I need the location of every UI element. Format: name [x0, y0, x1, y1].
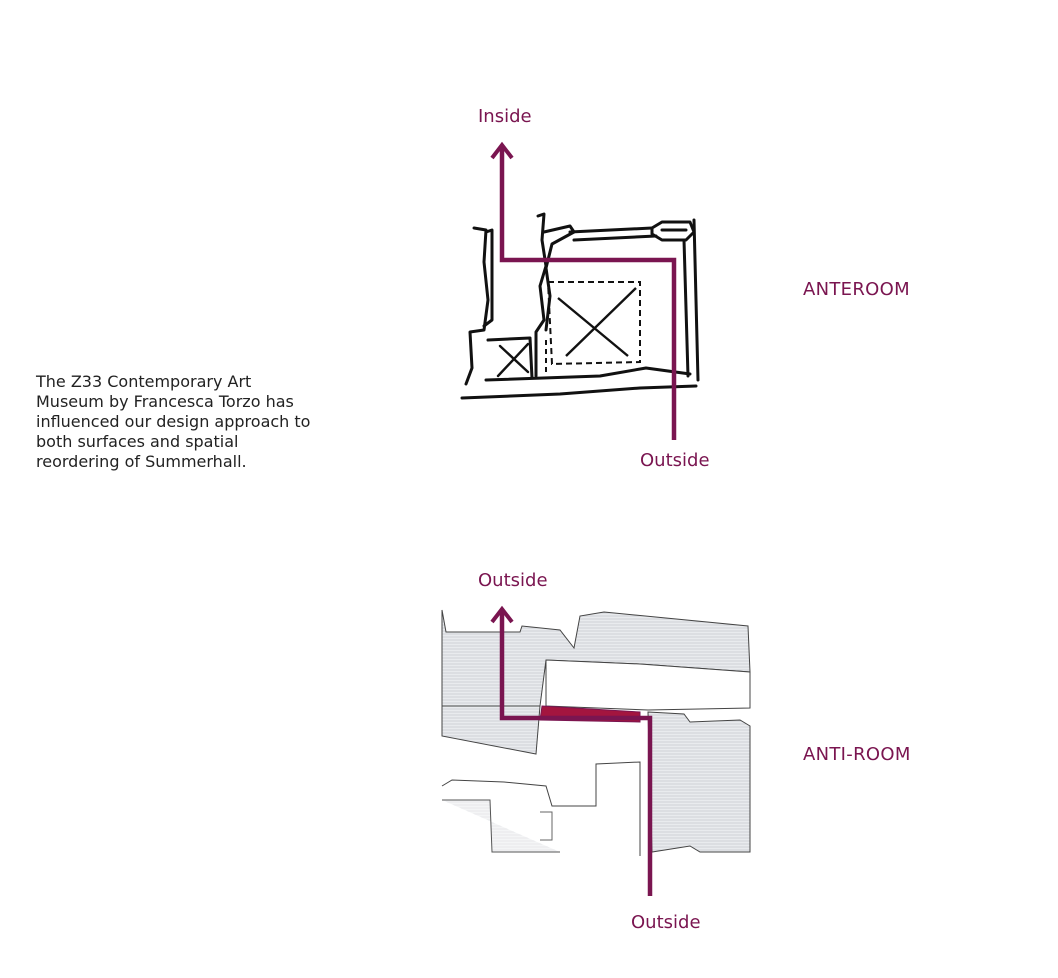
anteroom-dashed-room — [545, 281, 641, 376]
antiroom-title: ANTI-ROOM — [803, 744, 911, 765]
antiroom-label-outside-top: Outside — [478, 570, 548, 591]
anteroom-plan-sketch — [460, 212, 700, 400]
anteroom-label-outside: Outside — [640, 450, 710, 471]
anteroom-title: ANTEROOM — [803, 279, 910, 300]
antiroom-label-outside-bottom: Outside — [631, 912, 701, 933]
antiroom-plan — [441, 609, 751, 856]
antiroom-route-arrow — [490, 605, 653, 896]
anteroom-label-inside: Inside — [478, 106, 532, 127]
caption-text: The Z33 Contemporary Art Museum by Franc… — [36, 372, 311, 471]
anteroom-route-arrow — [490, 141, 677, 440]
